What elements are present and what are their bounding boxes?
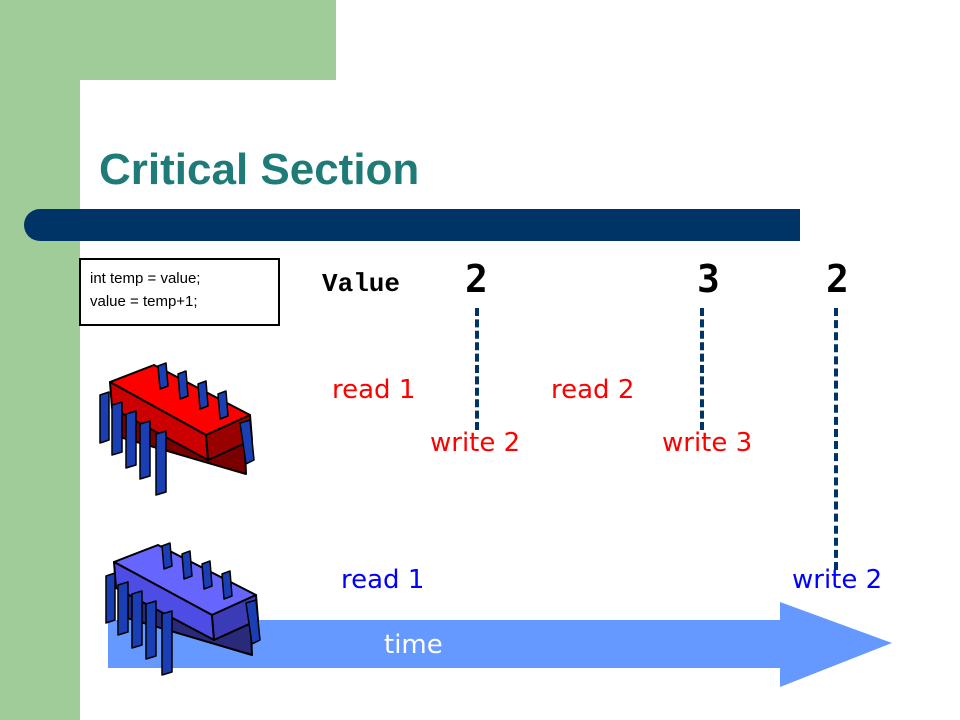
value-2: 3 bbox=[697, 257, 720, 301]
time-arrow-icon bbox=[108, 602, 892, 687]
value-1: 2 bbox=[465, 257, 488, 301]
dash-line-2 bbox=[700, 308, 704, 430]
rounded-corner bbox=[80, 80, 160, 160]
dash-line-3 bbox=[834, 308, 838, 570]
code-line: int temp = value; bbox=[90, 270, 201, 287]
title-bar bbox=[24, 209, 800, 241]
top-read-1: read 1 bbox=[332, 375, 416, 405]
code-box: int temp = value; value = temp+1; bbox=[79, 258, 280, 326]
value-label: Value bbox=[322, 269, 401, 299]
dash-line-1 bbox=[475, 308, 479, 430]
bottom-read-1: read 1 bbox=[341, 565, 425, 595]
code-line: value = temp+1; bbox=[90, 293, 198, 310]
time-label: time bbox=[384, 630, 443, 660]
green-side-band bbox=[0, 0, 80, 720]
green-top-band bbox=[80, 0, 336, 80]
top-write-3: write 3 bbox=[662, 428, 753, 458]
bottom-write-2: write 2 bbox=[792, 565, 883, 595]
cpu-chip-red-icon bbox=[99, 362, 255, 496]
top-write-2: write 2 bbox=[430, 428, 521, 458]
value-3: 2 bbox=[826, 257, 849, 301]
cpu-chip-blue-icon bbox=[105, 542, 261, 676]
slide-title: Critical Section bbox=[99, 145, 420, 194]
top-read-2: read 2 bbox=[551, 375, 635, 405]
